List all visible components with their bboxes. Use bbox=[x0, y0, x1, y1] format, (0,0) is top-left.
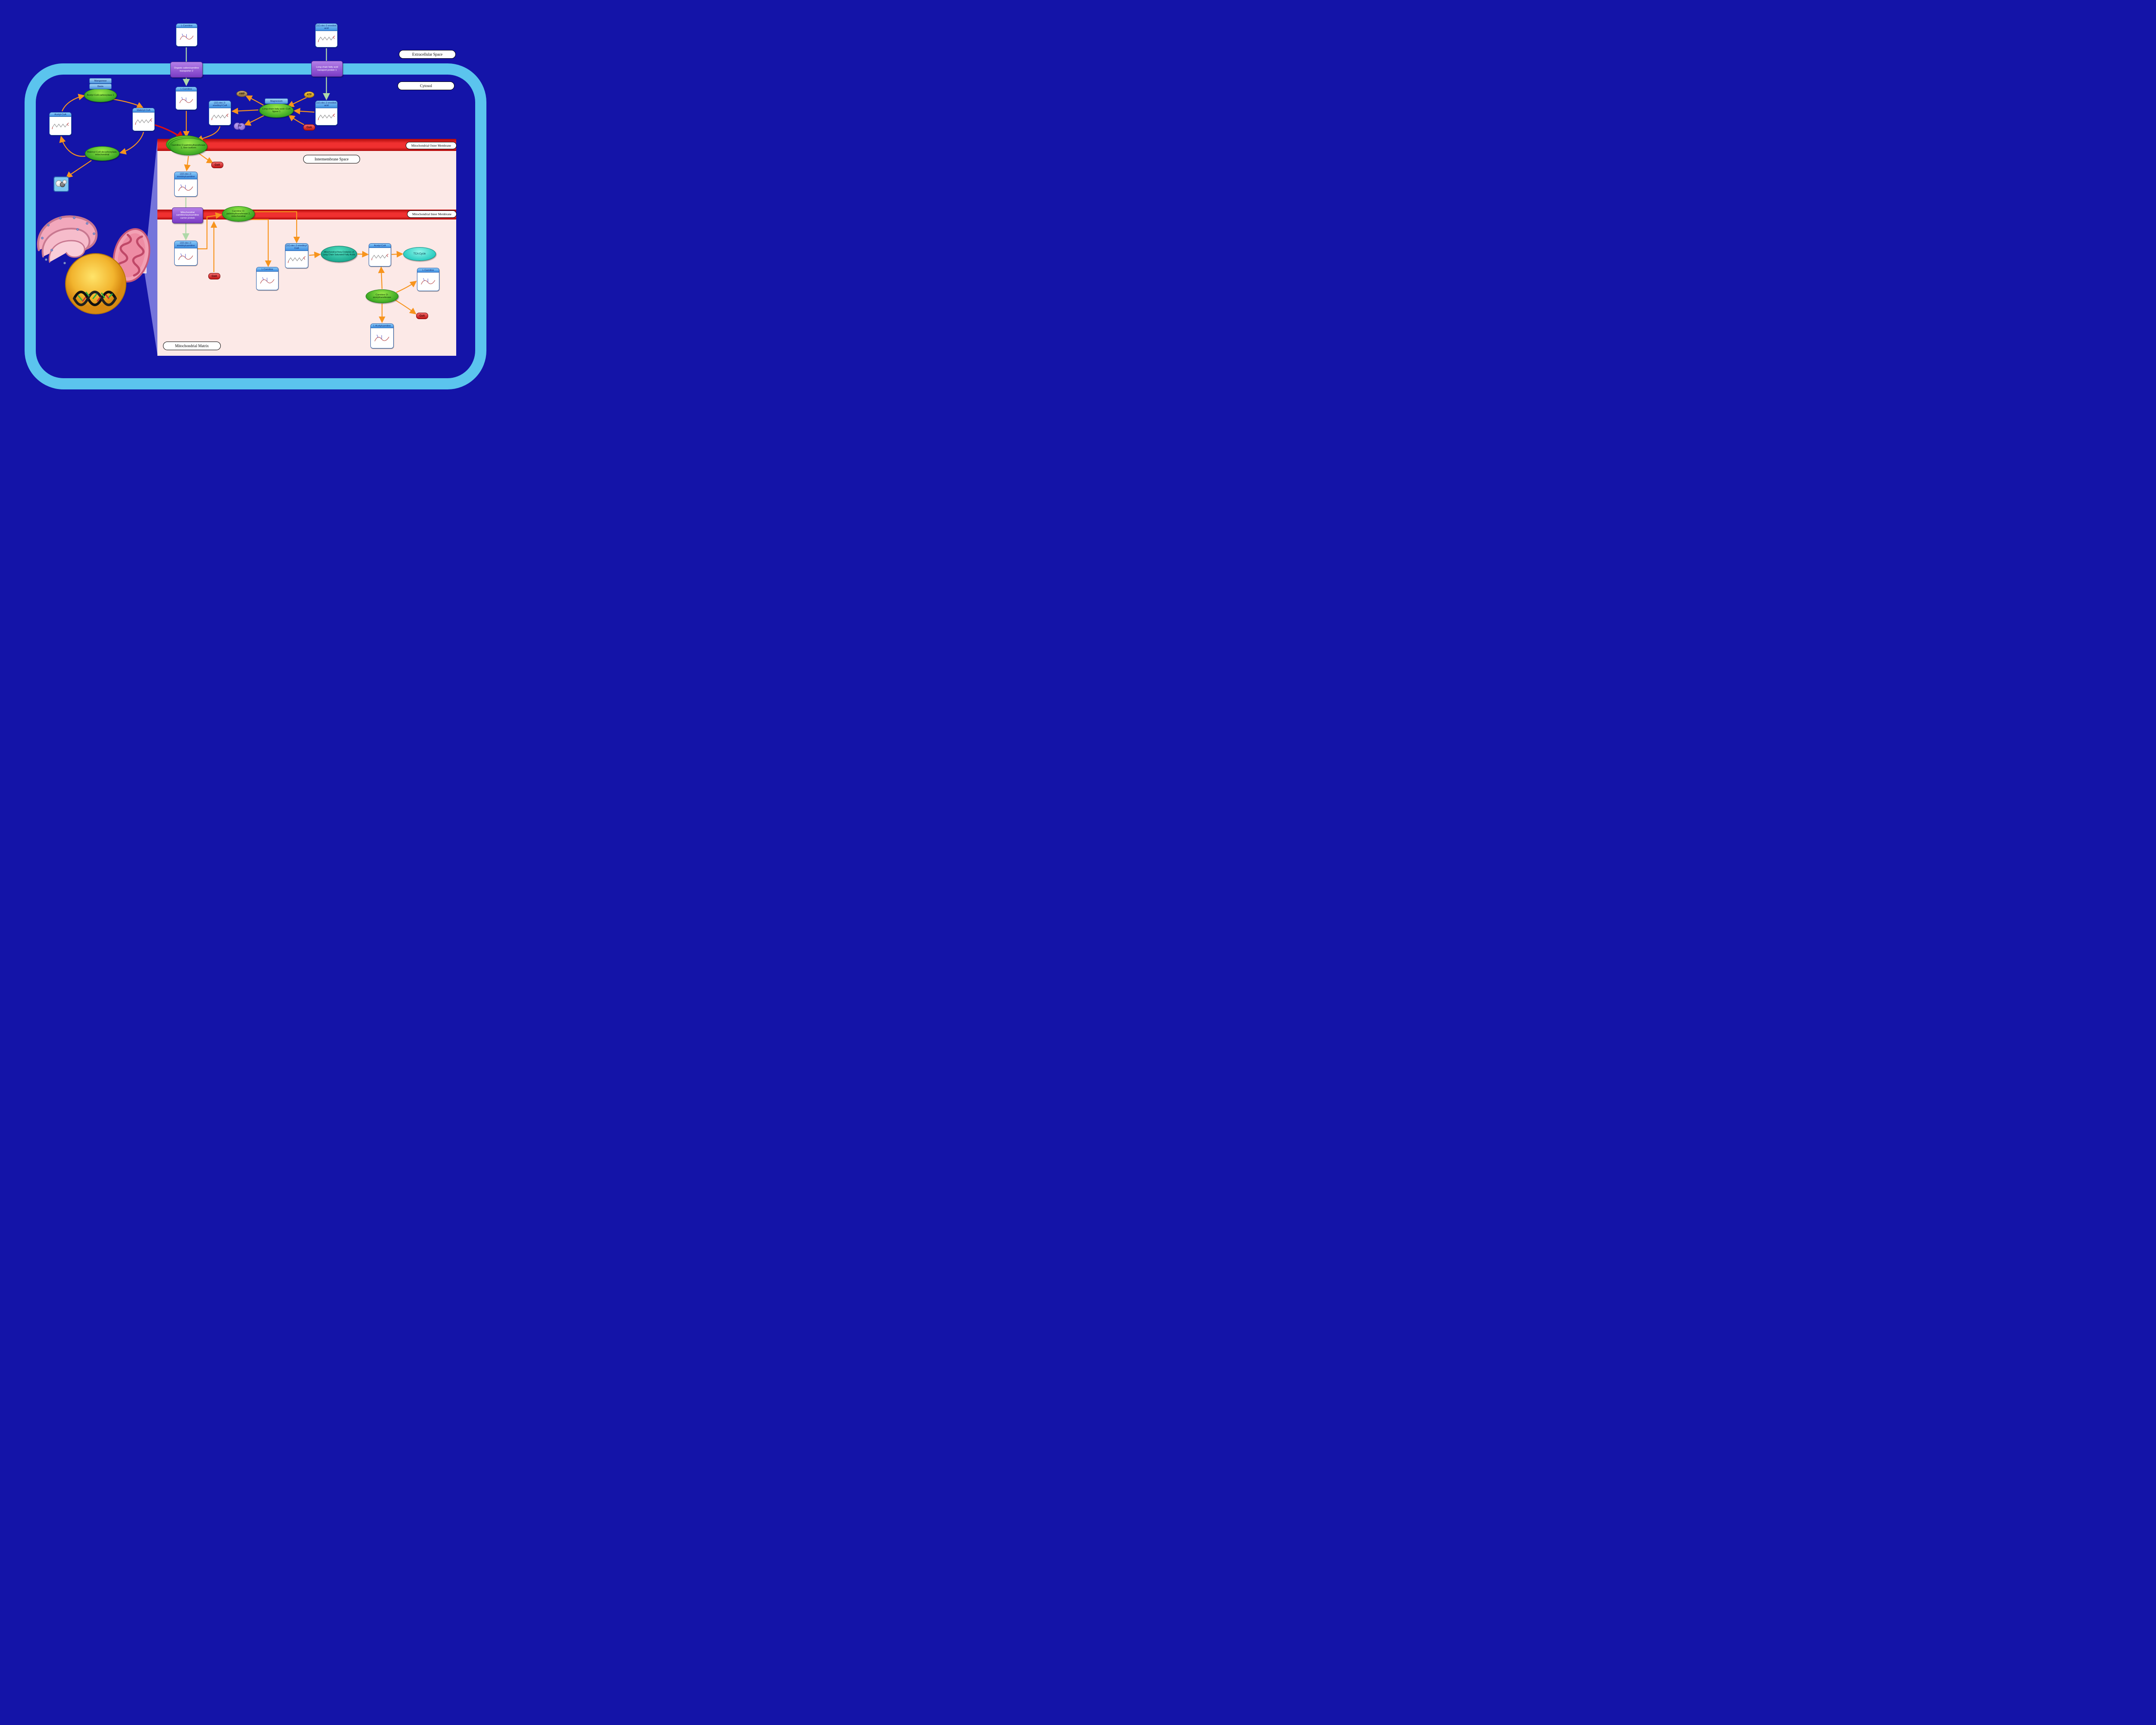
region-label-extracellular: Extracellular Space bbox=[399, 50, 456, 59]
metabolite-label: L-Acetylcarnitine bbox=[371, 324, 393, 329]
metabolite-dec-enedioyl-coa-cytosol[interactable]: (2Z)-dec-2-enedioyl-CoA bbox=[209, 100, 231, 125]
metabolite-malonyl-coa[interactable]: Malonyl-CoA bbox=[132, 108, 155, 131]
metabolite-label: (2Z)-dec-2-enedioic acid bbox=[316, 101, 337, 108]
region-label-cytosol: Cytosol bbox=[398, 82, 454, 90]
structure-thumbnail bbox=[176, 28, 197, 46]
small-molecule-coa-matrix-cpt2[interactable]: CoA bbox=[208, 273, 220, 279]
metabolite-l-carnitine-matrix-right[interactable]: L-Carnitine bbox=[417, 268, 439, 291]
metabolite-dec-enedioic-acid-extracellular[interactable]: (2Z)-dec-2-enedioic acid bbox=[315, 23, 338, 47]
region-label-outer-membrane: Mitochondrial Outer Membrane bbox=[406, 142, 457, 149]
metabolite-label: (2Z)-dec-2-enedioylcarnitine bbox=[175, 172, 197, 179]
metabolite-l-acetylcarnitine[interactable]: L-Acetylcarnitine bbox=[370, 323, 394, 348]
transporter-octn2[interactable]: Organic cation/carnitine transporter 2 bbox=[170, 62, 203, 78]
metabolite-l-carnitine-cytosol[interactable]: L-Carnitine bbox=[175, 87, 197, 110]
structure-thumbnail bbox=[175, 248, 197, 265]
metabolite-label: L-Carnitine bbox=[176, 87, 197, 92]
structure-thumbnail bbox=[209, 108, 231, 125]
structure-thumbnail bbox=[417, 273, 439, 291]
small-molecule-coa-ims[interactable]: CoA bbox=[211, 162, 223, 168]
cofactor-biotin[interactable]: Biotin bbox=[89, 84, 112, 89]
metabolite-label: Acetyl-CoA bbox=[50, 113, 71, 117]
cofactor-manganese[interactable]: Manganese bbox=[89, 78, 112, 84]
transporter-fatp1[interactable]: Long-chain fatty acid transport protein … bbox=[311, 61, 343, 77]
metabolite-label: L-Carnitine bbox=[257, 267, 278, 272]
metabolite-label: L-Carnitine bbox=[176, 24, 197, 28]
small-molecule-amp[interactable]: AMP bbox=[236, 91, 248, 97]
metabolite-label: Acetyl-CoA bbox=[369, 244, 391, 248]
structure-thumbnail bbox=[371, 328, 393, 348]
pp-label: PP bbox=[238, 125, 241, 128]
metabolite-dec-enedioylcarnitine-matrix[interactable]: (2Z)-dec-2-enedioylcarnitine bbox=[174, 241, 197, 266]
enzyme-mcd[interactable]: Malonyl-CoA decarboxylase, mitochondrial bbox=[85, 146, 119, 161]
metabolite-acetyl-coa-matrix[interactable]: Acetyl-CoA bbox=[369, 243, 391, 267]
co2-molecule[interactable] bbox=[53, 176, 69, 192]
structure-thumbnail bbox=[285, 251, 308, 268]
pathway-beta-oxidation[interactable]: Mitochondrial Beta-Oxidation of Long Cha… bbox=[321, 246, 357, 262]
phosphate-ball-icon bbox=[238, 123, 245, 130]
structure-thumbnail bbox=[175, 179, 197, 196]
region-label-intermembrane-space: Intermembrane Space bbox=[303, 155, 360, 163]
metabolite-l-carnitine-matrix-left[interactable]: L-Carnitine bbox=[256, 267, 279, 290]
small-molecule-coa-cytosol[interactable]: CoA bbox=[303, 124, 315, 131]
region-label-matrix: Mitochondrial Matrix bbox=[163, 342, 221, 350]
structure-thumbnail bbox=[176, 91, 197, 110]
structure-thumbnail bbox=[133, 113, 154, 131]
enzyme-crat[interactable]: Carnitine O-acetyltransferase bbox=[366, 289, 398, 303]
enzyme-ligase[interactable]: Long-chain fatty-acid--CoA ligase 1 bbox=[259, 103, 294, 118]
pathway-canvas: Extracellular Space Cytosol Intermembran… bbox=[0, 0, 673, 448]
transporter-cact[interactable]: Mitochondrial carnitine/acylcarnitine ca… bbox=[172, 207, 203, 223]
metabolite-label: (2Z)-dec-2-enedioic acid bbox=[316, 24, 337, 31]
structure-thumbnail bbox=[316, 31, 337, 47]
structure-thumbnail bbox=[369, 248, 391, 266]
metabolite-dec-enedioic-acid-cytosol[interactable]: (2Z)-dec-2-enedioic acid bbox=[315, 100, 338, 125]
metabolite-label: (2Z)-dec-2-enedioylcarnitine bbox=[175, 241, 197, 248]
metabolite-label: L-Carnitine bbox=[417, 268, 439, 273]
cell-membrane bbox=[25, 63, 486, 389]
structure-thumbnail bbox=[50, 117, 71, 135]
metabolite-label: Malonyl-CoA bbox=[133, 108, 154, 113]
metabolite-acetyl-coa-cytosol[interactable]: Acetyl-CoA bbox=[49, 112, 72, 135]
metabolite-dec-enedioylcarnitine-ims[interactable]: (2Z)-dec-2-enedioylcarnitine bbox=[174, 172, 197, 197]
metabolite-label: (2Z)-dec-2-enedioyl-CoA bbox=[285, 244, 308, 251]
enzyme-cpt1[interactable]: Carnitine O-palmitoyltransferase 1, live… bbox=[169, 138, 207, 155]
small-molecule-pyrophosphate[interactable]: PP bbox=[234, 122, 246, 131]
metabolite-label: (2Z)-dec-2-enedioyl-CoA bbox=[209, 101, 231, 108]
mitochondrial-matrix-region bbox=[157, 220, 456, 356]
enzyme-acc1[interactable]: Acetyl-CoA carboxylase 1 bbox=[84, 88, 117, 102]
enzyme-cpt2[interactable]: Carnitine O-palmitoyltransferase 2, mito… bbox=[222, 206, 255, 222]
region-label-inner-membrane: Mitochondrial Inner Membrane bbox=[407, 210, 457, 218]
pathway-tca-cycle[interactable]: TCA Cycle bbox=[403, 247, 436, 261]
cofactor-magnesium[interactable]: Magnesium bbox=[265, 98, 288, 104]
metabolite-l-carnitine-extracellular[interactable]: L-Carnitine bbox=[176, 23, 197, 47]
structure-thumbnail bbox=[257, 272, 278, 290]
small-molecule-coa-matrix-crat[interactable]: CoA bbox=[416, 313, 428, 319]
small-molecule-atp[interactable]: ATP bbox=[304, 91, 314, 98]
metabolite-dec-enedioyl-coa-matrix[interactable]: (2Z)-dec-2-enedioyl-CoA bbox=[285, 243, 308, 268]
structure-thumbnail bbox=[316, 108, 337, 125]
